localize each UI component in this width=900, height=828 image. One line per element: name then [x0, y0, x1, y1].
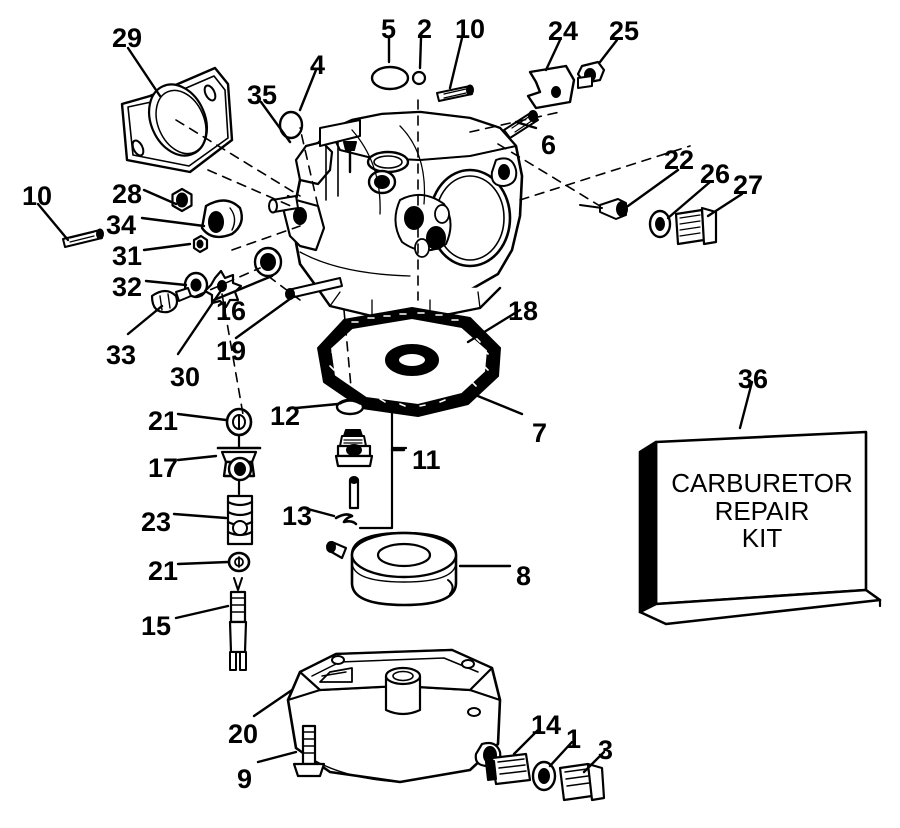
callout-32-washer: 32	[112, 272, 143, 302]
callout-26-lock-washer: 26	[700, 159, 731, 189]
part-9-bowl-screw	[292, 724, 326, 778]
callout-20-float-bowl: 20	[228, 719, 259, 749]
callout-24-throttle-link-bracket: 24	[548, 16, 579, 46]
callout-10-roll-pin: 10	[455, 14, 486, 44]
part-10-roll-pin-top	[436, 84, 474, 102]
part-7-bowl-gasket	[317, 307, 501, 417]
callout-23-spring: 23	[141, 507, 172, 537]
callout-33-idle-screw: 33	[106, 340, 137, 370]
part-11-group-bracket	[358, 404, 408, 530]
part-14-drain-screw	[485, 752, 532, 786]
callout-21-washer: 21	[148, 406, 179, 436]
callout-2-check-ball: 2	[417, 14, 433, 44]
callout-10-roll-pin: 10	[22, 181, 53, 211]
part-34-bushing	[200, 199, 243, 239]
kit-box-text: CARBURETOR REPAIR KIT	[666, 468, 858, 554]
part-3-bowl-nut	[558, 762, 606, 802]
part-21-washer-upper	[225, 407, 253, 437]
callout-9-bowl-screw: 9	[237, 764, 253, 794]
callout-11-inlet-needle-and-seat-group: 11	[412, 445, 441, 475]
part-20-float-bowl	[286, 648, 502, 784]
part-23-spring	[226, 494, 254, 546]
callout-14-drain-screw: 14	[531, 710, 562, 740]
callout-7-bowl-gasket: 7	[532, 418, 548, 448]
part-17-packing-nut	[216, 446, 262, 482]
part-5-welch-plug	[370, 65, 410, 91]
part-16-hex-nut	[253, 246, 283, 278]
part-10-roll-pin-left	[62, 228, 104, 248]
part-26-lock-washer	[648, 209, 672, 239]
callout-15-high-speed-needle: 15	[141, 611, 172, 641]
part-24-link-bracket	[526, 64, 576, 110]
callout-18-float-plate: 18	[508, 296, 539, 326]
part-13-cotter-clip	[334, 513, 358, 526]
carburetor-body	[268, 110, 524, 320]
callout-1-gasket-washer: 1	[566, 724, 582, 754]
callout-28-hex-nut: 28	[112, 179, 143, 209]
callout-13-cotter-clip: 13	[282, 501, 313, 531]
part-1-gasket-washer	[531, 760, 557, 792]
part-15-high-speed-needle	[228, 577, 248, 671]
callout-22-idle-adjust-screw: 22	[664, 145, 695, 175]
part-36-repair-kit-box	[638, 430, 882, 626]
kit-line-1: CARBURETOR	[671, 468, 853, 498]
callout-19-throttle-shaft-pin: 19	[216, 336, 247, 366]
kit-line-2: REPAIR	[714, 495, 810, 526]
assembly-guide-lines	[175, 99, 691, 421]
callout-17-packing-nut: 17	[148, 453, 179, 483]
callout-21-washer: 21	[148, 556, 179, 586]
kit-line-3: KIT	[741, 523, 783, 554]
part-31-flat-washer	[192, 234, 209, 254]
part-28-hex-nut	[171, 187, 193, 213]
callout-5-welch-plug: 5	[381, 14, 397, 44]
callout-8-float: 8	[516, 561, 532, 591]
part-27-hex-bolt	[674, 206, 718, 246]
callout-36-carburetor-repair-kit: 36	[738, 364, 769, 394]
part-float-pin	[348, 476, 360, 510]
part-22-idle-screw	[579, 198, 628, 220]
callout-16-hex-nut: 16	[216, 296, 247, 326]
callout-30-star-washer: 30	[170, 362, 201, 392]
callout-34-bushing: 34	[106, 210, 137, 240]
callout-4-o-ring: 4	[310, 50, 326, 80]
part-inlet-seat	[334, 429, 374, 468]
callout-25-screw-and-washer: 25	[609, 16, 640, 46]
part-33-idle-screw	[150, 287, 192, 314]
callout-3-bowl-nut: 3	[598, 735, 614, 765]
part-2-check-ball	[411, 70, 427, 86]
part-4-o-ring	[278, 110, 304, 140]
part-12-retaining-clip	[335, 398, 365, 416]
part-6-pivot-pin	[503, 110, 539, 139]
callout-29-intake-flange-gasket: 29	[112, 23, 143, 53]
part-8-float	[326, 531, 458, 607]
callout-12-retaining-clip: 12	[270, 401, 301, 431]
part-21-washer-lower	[227, 551, 251, 573]
part-25-screw-washer	[576, 60, 606, 89]
callout-35-throttle-shaft-assembly: 35	[247, 80, 278, 110]
callout-31-flat-washer: 31	[112, 241, 143, 271]
callout-6-pivot-pin: 6	[541, 130, 557, 160]
callout-27-hex-bolt: 27	[733, 170, 764, 200]
callout-leaders	[36, 36, 754, 774]
